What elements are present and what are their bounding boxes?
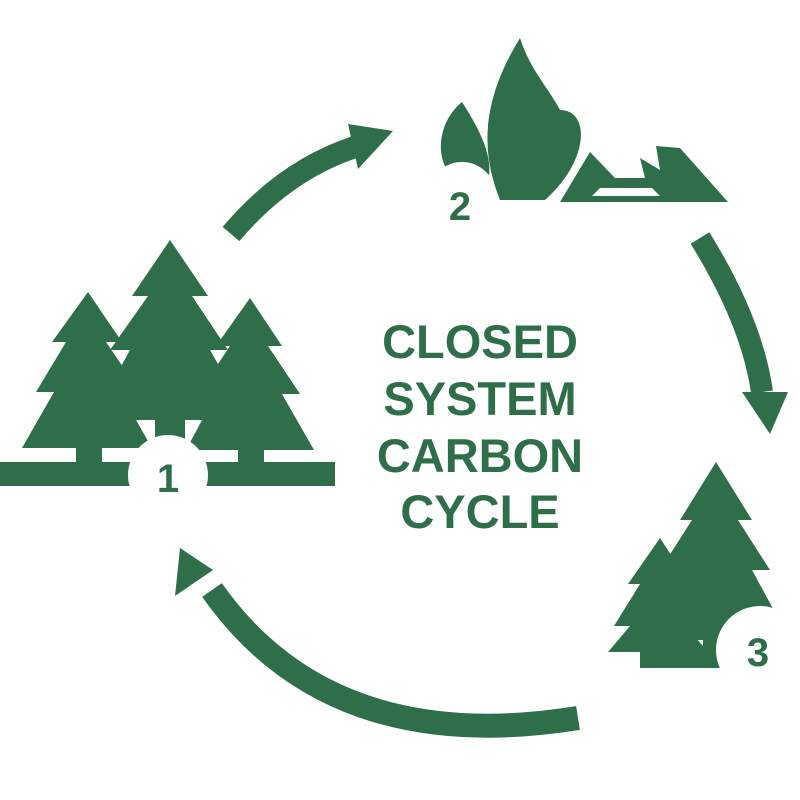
young-forest-icon <box>608 462 790 668</box>
title-line-3: CARBON <box>377 429 583 482</box>
fire-icon <box>440 38 728 202</box>
step-badge-3: 3 <box>716 606 800 694</box>
stage-2: 2 <box>428 38 728 230</box>
step-number-3: 3 <box>747 631 769 675</box>
diagram-title: CLOSED SYSTEM CARBON CYCLE <box>377 315 583 538</box>
arrow-1-to-2 <box>222 124 393 242</box>
step-badge-1: 1 <box>128 435 208 515</box>
title-line-2: SYSTEM <box>383 372 576 425</box>
title-line-4: CYCLE <box>400 485 559 538</box>
arrow-2-to-3 <box>690 232 788 434</box>
title-line-1: CLOSED <box>382 315 578 368</box>
stage-1: 1 <box>0 240 335 515</box>
step-number-2: 2 <box>449 185 471 229</box>
step-badge-2: 2 <box>428 162 496 230</box>
arrow-3-to-1 <box>175 548 580 738</box>
step-number-1: 1 <box>157 457 179 501</box>
stage-3: 3 <box>608 462 800 694</box>
